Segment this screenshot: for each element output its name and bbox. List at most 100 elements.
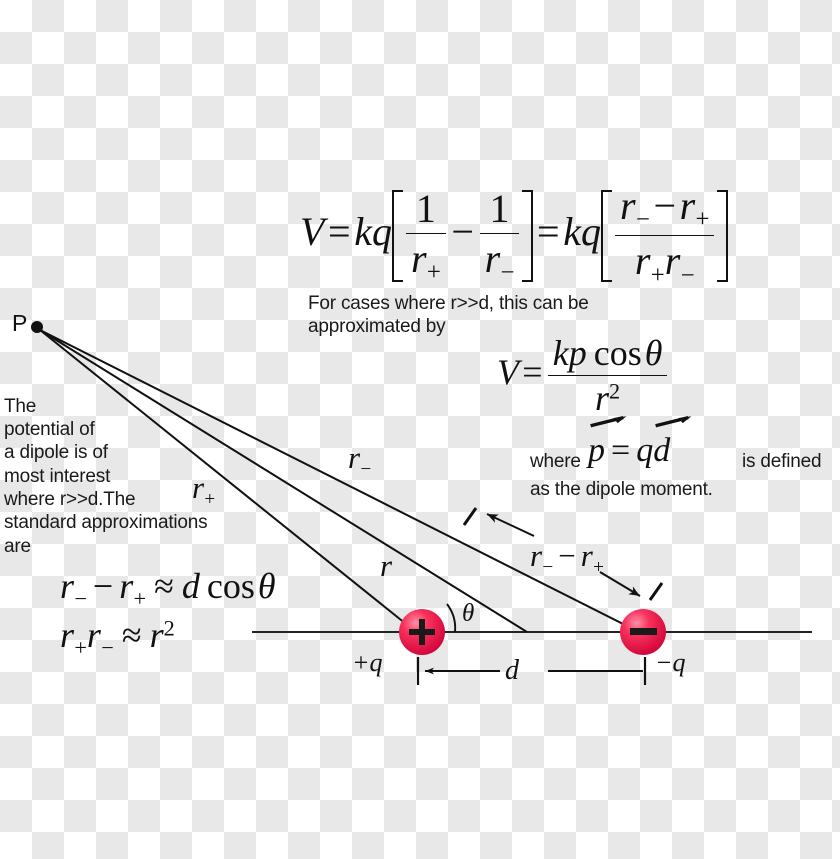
label-negative-charge: −q (655, 648, 686, 677)
eq-main-kq-1: kq (354, 209, 392, 255)
point-p-dot (31, 321, 43, 333)
approx-cos: cos (593, 333, 642, 373)
note-left-line-0: The (4, 396, 37, 417)
dipole-d: d (653, 432, 671, 469)
note-cases-line-1: For cases where r>>d, this can be (308, 293, 589, 314)
num-sub-minus: − (635, 206, 650, 234)
note-cases-line-2: approximated by (308, 316, 446, 338)
approx2-exponent: 2 (163, 615, 175, 641)
label-theta-angle: θ (462, 600, 475, 627)
label-diff-r-plus: r (580, 538, 593, 573)
note-as-the-dipole-moment: as the dipole moment. (530, 479, 713, 500)
vector-d: d (653, 416, 692, 470)
label-point-p: P (12, 310, 28, 336)
denominator-sub-plus-a: + (426, 259, 441, 287)
ray-r-minus (39, 329, 640, 633)
fraction-one-over-r-minus: 1 r− (479, 185, 520, 287)
approx1-d: d (181, 566, 200, 606)
eq-main-kq-2: kq (563, 209, 601, 255)
tick-mark-upper (462, 507, 478, 526)
denominator-r-b: r (484, 235, 501, 281)
denominator-r-a: r (410, 235, 427, 281)
den-sub-a: + (650, 261, 665, 289)
num-sub-plus: + (695, 206, 710, 234)
approx1-r-minus: r (60, 566, 75, 606)
approx-exponent: 2 (609, 378, 621, 404)
approx-p: p (568, 333, 587, 373)
equation-approx-product: r+r−≈r2 (60, 614, 175, 661)
label-r: r (380, 548, 393, 583)
label-diff-r-minus: r (530, 538, 543, 573)
approx2-r-a: r (60, 615, 75, 655)
label-r-minus-base: r (348, 440, 361, 475)
den-sub-b: − (680, 261, 695, 289)
vector-p: p (588, 416, 627, 470)
equation-main-potential: V=kq 1 r+ − 1 r− =kq r−−r+ r+r− (300, 182, 729, 290)
note-dipole-moment-where: where (530, 450, 840, 473)
fraction-difference-over-product: r−−r+ r+r− (614, 182, 715, 290)
bracket-left-1 (391, 189, 403, 282)
ray-r-plus (39, 329, 417, 633)
denominator-sub-minus-b: − (500, 259, 515, 287)
label-diff-sub-plus: + (593, 556, 604, 578)
label-r-minus: r− (348, 440, 371, 481)
note-left-line-5: standard approximations (4, 511, 208, 533)
approx1-operator: − (92, 566, 114, 606)
label-separation-d: d (505, 655, 519, 686)
note-left-column: The potential of a dipole is of most int… (4, 395, 266, 558)
approx1-r-plus: r (119, 566, 134, 606)
approx-theta: θ (644, 333, 663, 373)
numerator-one-a: 1 (415, 185, 436, 231)
plus-sign-icon (409, 619, 435, 645)
label-positive-charge: +q (352, 648, 383, 677)
label-diff-operator: − (558, 538, 576, 573)
bracket-right-1 (522, 189, 534, 282)
note-is-defined: is defined (742, 451, 822, 472)
tick-mark-lower (648, 582, 664, 601)
leader-arrow-lower (599, 571, 641, 597)
approx1-cos: cos (206, 566, 255, 606)
theta-arc (446, 603, 457, 633)
eq-main-minus: − (451, 209, 474, 255)
approx-k: k (552, 333, 569, 373)
approx1-theta: θ (257, 566, 276, 606)
eq-main-equals-1: = (328, 209, 351, 255)
approx2-approx-sign: ≈ (121, 615, 142, 655)
approx1-approx-sign: ≈ (154, 566, 174, 606)
eq-approx-equals: = (522, 351, 543, 392)
den-r-b: r (664, 238, 681, 284)
note-left-line-4: where r>>d.The (4, 488, 136, 510)
bracket-right-2 (717, 189, 729, 282)
bracket-left-2 (600, 189, 612, 282)
den-r-a: r (634, 238, 651, 284)
where-label: where (530, 451, 581, 472)
num-r-minus: r (619, 183, 636, 228)
num-operator: − (653, 183, 676, 228)
approx2-sub-b: − (101, 634, 114, 660)
eq-approx-V: V (497, 351, 519, 392)
approx2-sub-a: + (74, 634, 87, 660)
approx2-r-c: r (149, 615, 164, 655)
label-r-plus-base: r (192, 470, 205, 505)
note-left-line-3: most interest (4, 465, 111, 487)
eq-main-equals-2: = (537, 209, 560, 255)
minus-sign-icon (630, 628, 657, 635)
approx2-r-b: r (86, 615, 101, 655)
approx-r: r (595, 378, 610, 418)
numerator-one-b: 1 (489, 185, 510, 231)
dipole-equals: = (611, 432, 631, 469)
approx1-sub-plus: + (133, 585, 147, 611)
num-r-plus: r (679, 183, 696, 228)
label-r-plus: r+ (192, 470, 215, 511)
label-r-difference: r−−r+ (530, 538, 604, 579)
approx1-sub-minus: − (74, 585, 87, 611)
label-r-plus-sub: + (204, 488, 216, 510)
label-diff-sub-minus: − (542, 556, 554, 578)
note-left-line-1: potential of (4, 419, 95, 441)
